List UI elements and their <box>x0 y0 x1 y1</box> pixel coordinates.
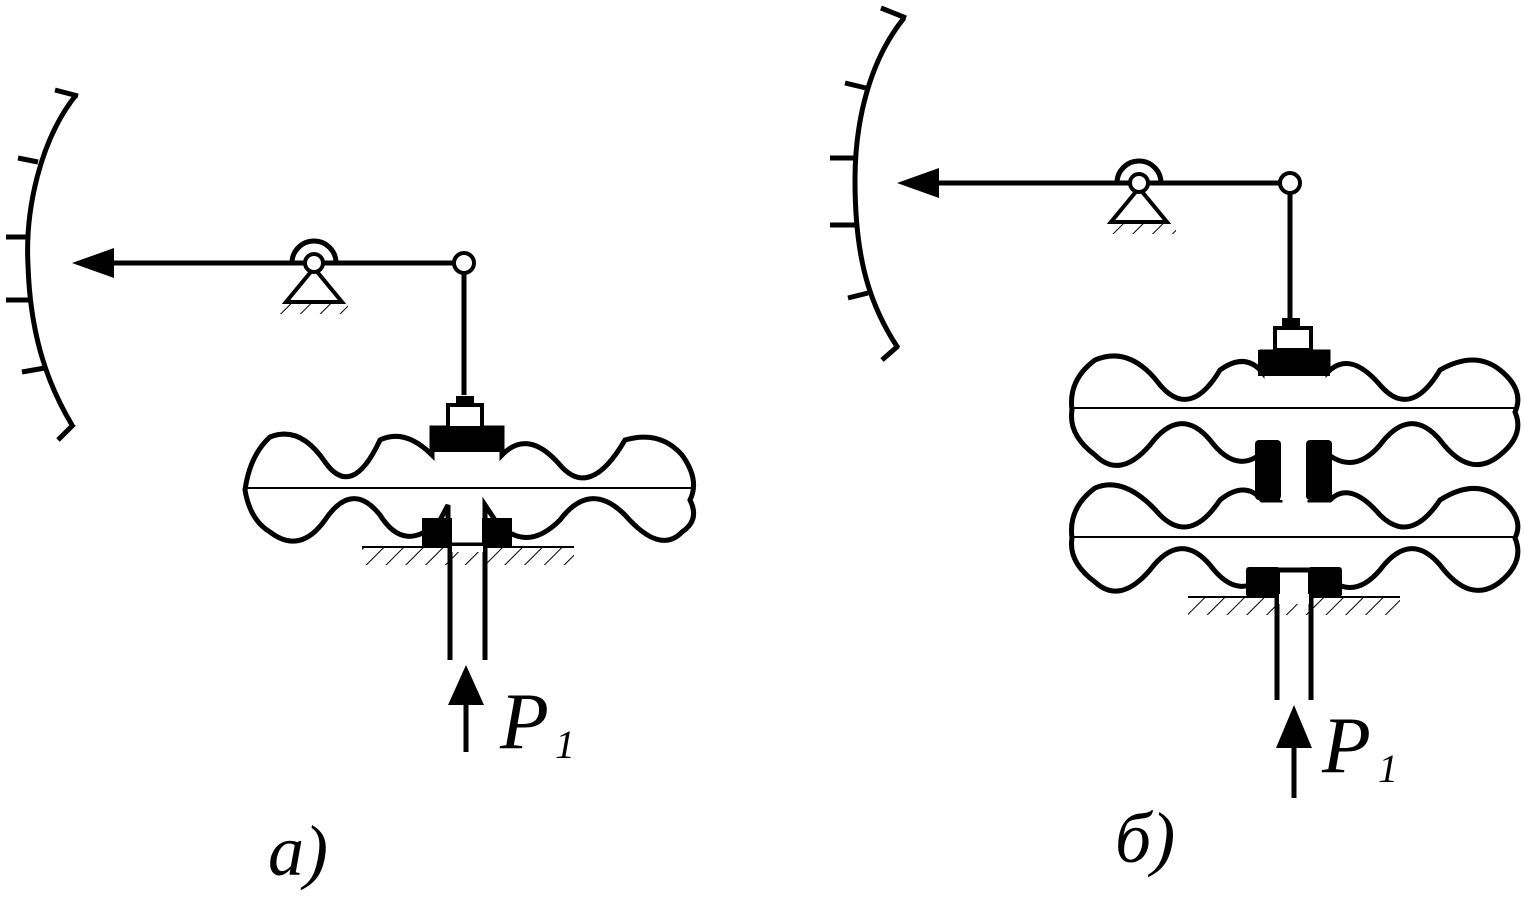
scale-end-bottom <box>880 344 900 362</box>
scale-tick <box>17 155 39 165</box>
scale-tick <box>847 290 869 301</box>
seal-left <box>1255 440 1281 500</box>
top-fitting <box>432 428 504 452</box>
caption-b: б) <box>1115 798 1175 878</box>
pressure-subscript-a: 1 <box>555 722 575 767</box>
lever-b <box>897 168 1302 322</box>
scale-b <box>830 5 907 362</box>
base-hatch <box>362 547 574 565</box>
scale-tick <box>21 365 46 375</box>
scale-a <box>6 87 79 442</box>
pivot-support-b <box>1104 158 1176 234</box>
diagram-a: P 1 а) <box>6 87 697 891</box>
scale-tick <box>844 80 867 91</box>
lever-a <box>72 248 476 395</box>
arrow-up-icon <box>448 665 484 705</box>
seal-right <box>1306 440 1332 500</box>
diagram-b: P 1 б) <box>830 5 1521 878</box>
seal-left-bottom <box>1246 567 1280 597</box>
arrow-up-icon <box>1276 705 1312 748</box>
scale-end-top <box>54 87 79 99</box>
pressure-arrow-a <box>448 665 484 752</box>
bellows-capsule-upper-b <box>1068 318 1521 468</box>
pressure-label-a: P <box>499 678 549 766</box>
bellows-capsule-lower-b <box>1068 440 1521 597</box>
pivot-support-a <box>280 238 348 314</box>
pointer-arrow-icon <box>897 168 939 198</box>
seal-right-bottom <box>1308 567 1342 597</box>
scale-end-top <box>880 5 907 21</box>
pressure-label-b: P <box>1321 702 1371 790</box>
hinge-joint <box>1278 171 1302 195</box>
hinge-joint <box>452 251 476 275</box>
seal-right <box>482 518 512 548</box>
top-fitting <box>1258 350 1330 376</box>
base-hatch <box>1188 597 1400 615</box>
scale-end-bottom <box>56 422 76 442</box>
caption-a: а) <box>268 811 328 891</box>
inlet-tube-b <box>1274 598 1314 700</box>
seal-left <box>422 518 452 548</box>
pointer-arrow-icon <box>72 248 114 278</box>
inlet-tube-a <box>447 548 488 660</box>
bellows-capsule-a <box>242 396 697 548</box>
pressure-arrow-b <box>1276 705 1312 798</box>
pressure-subscript-b: 1 <box>1378 746 1398 791</box>
